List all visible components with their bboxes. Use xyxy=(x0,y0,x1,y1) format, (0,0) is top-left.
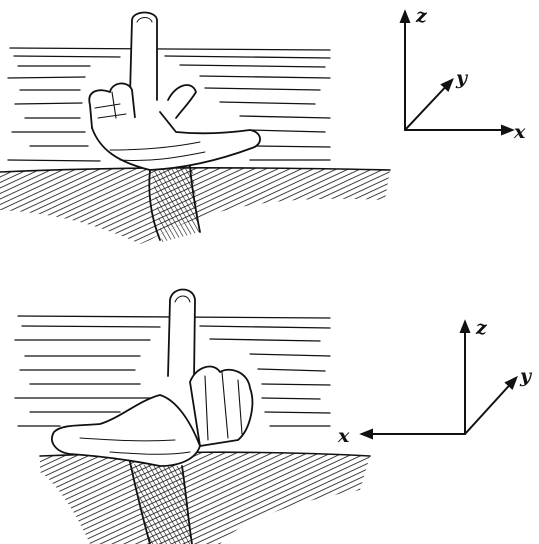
top-figure: z y x xyxy=(0,5,526,244)
top-x-label: x xyxy=(513,121,526,143)
top-background-lines xyxy=(7,47,331,162)
bottom-z-label: z xyxy=(475,317,488,339)
top-y-axis xyxy=(404,77,454,131)
bottom-axes: z y x xyxy=(337,317,533,447)
bottom-background-lines xyxy=(14,315,331,427)
bottom-table-edge xyxy=(39,451,371,544)
bottom-y-axis xyxy=(464,375,518,435)
bottom-figure: z y x xyxy=(14,288,533,544)
top-y-label: y xyxy=(455,67,469,89)
top-z-label: z xyxy=(415,5,428,27)
top-axes: z y x xyxy=(399,5,526,143)
bottom-y-label: y xyxy=(519,365,533,387)
bottom-left-hand xyxy=(51,288,254,544)
top-wrist-shading xyxy=(152,166,200,242)
bottom-wrist-shading xyxy=(132,464,192,544)
bottom-x-label: x xyxy=(337,425,350,447)
